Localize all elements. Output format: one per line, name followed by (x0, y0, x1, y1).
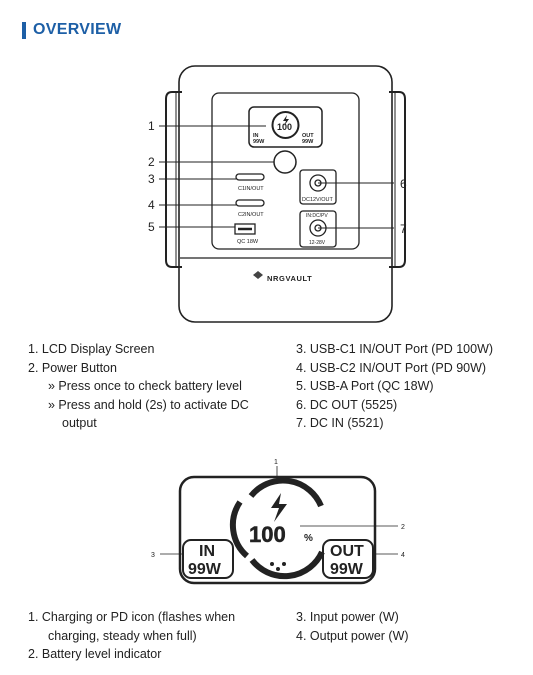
lcd-callout-4: 4 (401, 552, 405, 559)
list-subitem-cont: output (62, 416, 97, 430)
section-heading: OVERVIEW (22, 21, 121, 39)
list-item: 1. LCD Display Screen (28, 342, 155, 356)
label-qc: QC 18W (237, 239, 259, 245)
list-item: 2. Battery level indicator (28, 647, 162, 661)
list-item: 2. Power Button (28, 360, 117, 375)
battery-ring (229, 477, 325, 580)
mini-lcd-level: 100 (277, 122, 292, 132)
lcd-in-value: 99W (188, 561, 222, 578)
list-item: 4. USB-C2 IN/OUT Port (PD 90W) (296, 360, 487, 375)
out-box (322, 539, 374, 579)
label-dc-in-range: 12-28V (309, 240, 326, 246)
lcd-unit: % (304, 533, 313, 544)
list-item: 3. USB-C1 IN/OUT Port (PD 100W) (296, 342, 494, 356)
mini-lcd-in-val: 99W (253, 139, 265, 145)
front-panel (211, 92, 360, 250)
lcd-in-label: IN (199, 543, 215, 560)
callout-5: 5 (148, 220, 155, 234)
list-subitem: » Press once to check battery level (48, 379, 242, 393)
left-handle (165, 91, 182, 268)
power-button-shape (273, 150, 297, 174)
callout-6: 6 (400, 177, 407, 191)
heading-accent-bar (22, 21, 26, 39)
label-c1: C1IN/OUT (238, 186, 264, 192)
list-item: 1. Charging or PD icon (flashes when (28, 610, 236, 624)
device-body (178, 65, 393, 323)
lcd-callout-2: 2 (401, 524, 405, 531)
lcd-callout-3: 3 (151, 552, 155, 559)
callout-4: 4 (148, 198, 155, 212)
callout-1: 1 (148, 119, 155, 133)
lcd-screen (178, 475, 377, 585)
charging-bolt-icon (271, 493, 287, 522)
list-item: 7. DC IN (5521) (296, 416, 384, 430)
parts-list-left: 1. LCD Display Screen 2. Power Button » … (28, 340, 249, 433)
right-handle (389, 91, 406, 268)
usb-a-port (234, 223, 256, 235)
mini-lcd-in: IN (253, 133, 259, 139)
callout-2: 2 (148, 155, 155, 169)
list-item: 4. Output power (W) (296, 628, 409, 643)
pd-smile-icon (270, 562, 286, 571)
mini-lcd-out: OUT (302, 133, 314, 139)
label-dc-in: IN:DC/PV (306, 213, 328, 219)
lcd-level: 100 (249, 522, 286, 547)
in-box (182, 539, 234, 579)
list-item: 6. DC OUT (5525) (296, 397, 398, 412)
lcd-list-right: 3. Input power (W) 4. Output power (W) (296, 608, 409, 645)
list-subitem: » Press and hold (2s) to activate DC (48, 397, 249, 412)
lcd-list-left: 1. Charging or PD icon (flashes when cha… (28, 608, 235, 664)
mini-lcd-out-val: 99W (302, 139, 314, 145)
section-title: OVERVIEW (33, 21, 122, 38)
mini-lcd (248, 106, 323, 148)
list-item: 3. Input power (W) (296, 610, 399, 624)
dc-in-port (299, 210, 337, 248)
usb-c1-port (235, 173, 265, 181)
brand-logo-mark (253, 271, 263, 279)
list-item: 5. USB-A Port (QC 18W) (296, 379, 434, 393)
parts-list-right: 3. USB-C1 IN/OUT Port (PD 100W) 4. USB-C… (296, 340, 493, 433)
dc-out-port (299, 169, 337, 205)
label-c2: C2IN/OUT (238, 212, 264, 218)
lcd-callout-1: 1 (274, 459, 278, 466)
callout-3: 3 (148, 172, 155, 186)
usb-c2-port (235, 199, 265, 207)
label-dc-out: DC12V/OUT (302, 197, 334, 203)
lcd-out-label: OUT (330, 543, 364, 560)
lcd-out-value: 99W (330, 561, 364, 578)
callout-7: 7 (400, 222, 407, 236)
list-item-cont: charging, steady when full) (48, 628, 197, 643)
brand-name: NRGVAULT (267, 274, 312, 283)
